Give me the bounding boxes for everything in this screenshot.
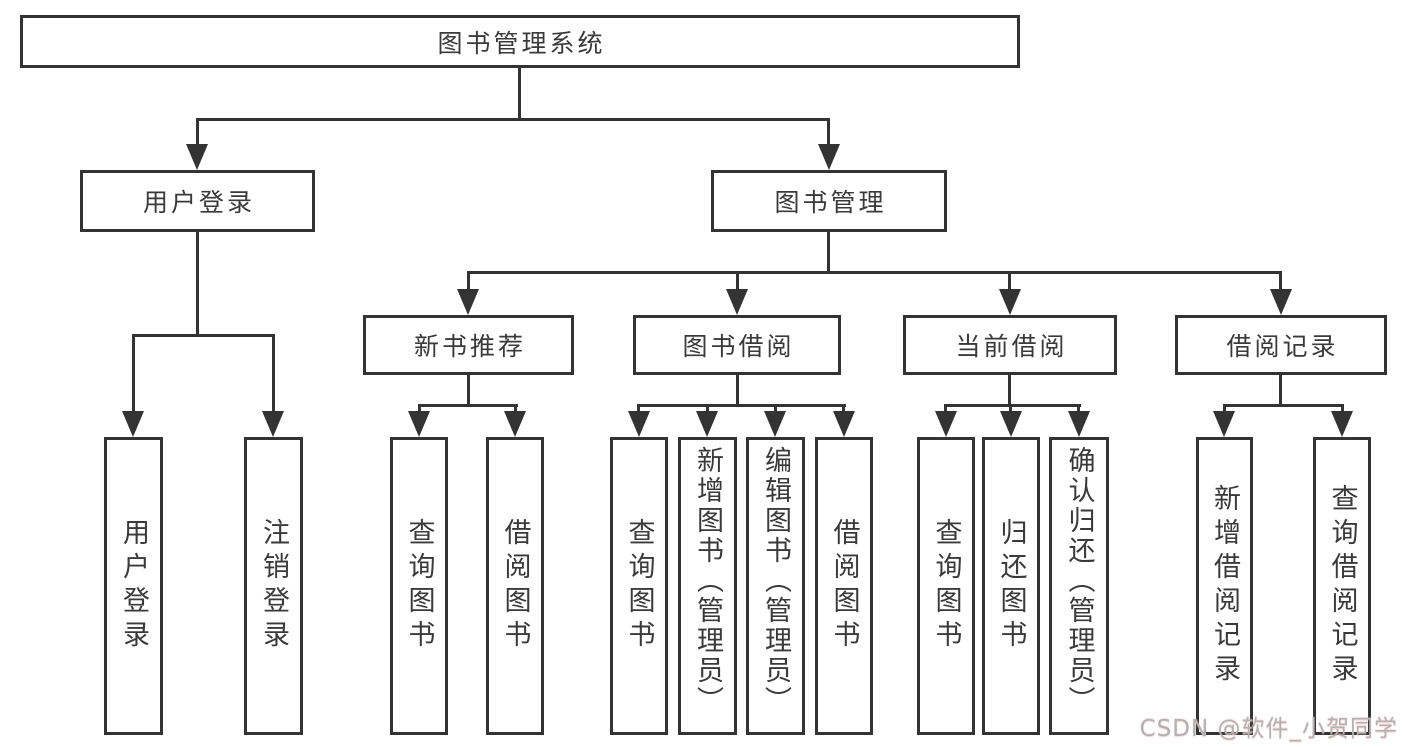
connector-borrow-records-bus <box>1223 404 1344 407</box>
connector-leaf-stub <box>1341 404 1344 414</box>
leaf-logout-login-label: 注销登录 <box>258 518 289 654</box>
connector-book-mgmt-stub <box>827 118 830 148</box>
connector-leaf-stub <box>514 404 517 414</box>
leaf-return-books: 归还图书 <box>982 437 1040 735</box>
leaf-user-login-label: 用户登录 <box>118 518 149 654</box>
connector-borrow-records-drop <box>1279 375 1282 406</box>
node-book-management: 图书管理 <box>711 170 947 232</box>
arrow-to-query-borrow-record <box>1331 411 1353 437</box>
connector-leaf-stub <box>637 404 640 414</box>
node-library-system-label: 图书管理系统 <box>437 28 606 58</box>
connector-leaf-stub <box>1223 404 1226 414</box>
node-new-book-recommendation-label: 新书推荐 <box>413 332 526 361</box>
connector-new-book-stub <box>467 271 470 291</box>
leaf-confirm-return-admin: 确认归还（管理员） <box>1049 437 1109 735</box>
arrow-to-current-borrowing <box>999 289 1021 315</box>
leaf-edit-books-admin-label: 编辑图书（管理员） <box>760 446 791 716</box>
leaf-query-borrow-record-label: 查询借阅记录 <box>1326 484 1358 688</box>
connector-current-borrow-stub <box>1008 271 1011 291</box>
connector-leaf-stub <box>418 404 421 414</box>
arrow-to-user-login <box>186 144 208 170</box>
node-book-borrowing-label: 图书借阅 <box>682 332 795 361</box>
node-current-borrowing: 当前借阅 <box>903 315 1117 375</box>
connector-current-borrow-bus <box>944 404 1081 407</box>
leaf-query-borrow-record: 查询借阅记录 <box>1313 437 1371 735</box>
leaf-borrow-books-2-label: 借阅图书 <box>828 518 860 654</box>
leaf-return-books-label: 归还图书 <box>995 518 1027 654</box>
connector-leaf-stub <box>842 404 845 414</box>
connector-leaf-stub <box>774 404 777 414</box>
connector-leaf-stub <box>706 404 709 414</box>
leaf-user-login: 用户登录 <box>104 437 163 735</box>
connector-borrow-records-stub <box>1279 271 1282 291</box>
leaf-confirm-return-admin-label: 确认归还（管理员） <box>1063 446 1095 716</box>
arrow-to-leaf-logout <box>262 411 284 437</box>
connector-leaf-logout-stub <box>272 334 275 412</box>
leaf-query-books-3-label: 查询图书 <box>930 518 962 654</box>
connector-level2-bus <box>196 118 830 121</box>
leaf-borrow-books-2: 借阅图书 <box>815 437 873 735</box>
connector-user-login-bus <box>132 334 275 337</box>
arrow-to-borrow-books-2 <box>833 411 855 437</box>
connector-book-borrow-stub <box>736 271 739 291</box>
connector-leaf-stub <box>1077 404 1080 414</box>
connector-user-login-drop <box>196 232 199 336</box>
leaf-query-books-1-label: 查询图书 <box>403 518 435 654</box>
leaf-add-books-admin-label: 新增图书（管理员） <box>692 446 723 716</box>
connector-user-login-stub <box>196 118 199 148</box>
node-new-book-recommendation: 新书推荐 <box>363 315 574 375</box>
connector-book-borrow-drop <box>736 375 739 406</box>
leaf-add-borrow-record-label: 新增借阅记录 <box>1209 484 1240 688</box>
leaf-logout-login: 注销登录 <box>244 437 303 735</box>
node-user-login: 用户登录 <box>80 170 315 232</box>
leaf-edit-books-admin: 编辑图书（管理员） <box>746 437 805 735</box>
node-current-borrowing-label: 当前借阅 <box>955 332 1068 361</box>
arrow-to-confirm-return <box>1068 411 1090 437</box>
leaf-add-borrow-record: 新增借阅记录 <box>1196 437 1253 735</box>
connector-leaf-stub <box>1009 404 1012 414</box>
arrow-to-new-book-recommendation <box>457 289 479 315</box>
arrow-to-book-borrowing <box>726 289 748 315</box>
node-borrowing-records: 借阅记录 <box>1175 315 1387 375</box>
csdn-watermark: CSDN @软件_小贺同学 <box>1139 716 1398 742</box>
leaf-query-books-1: 查询图书 <box>390 437 448 735</box>
arrow-to-query-books-2 <box>628 411 650 437</box>
arrow-to-borrowing-records <box>1270 289 1292 315</box>
connector-new-book-drop <box>467 375 470 406</box>
leaf-query-books-2: 查询图书 <box>610 437 668 735</box>
node-user-login-label: 用户登录 <box>142 188 255 217</box>
arrow-to-borrow-books-1 <box>504 411 526 437</box>
connector-current-borrow-drop <box>1008 375 1011 406</box>
leaf-borrow-books-1: 借阅图书 <box>486 437 544 735</box>
connector-level3-bus <box>467 271 1282 274</box>
leaf-borrow-books-1-label: 借阅图书 <box>499 518 531 654</box>
arrow-to-edit-books <box>764 411 786 437</box>
connector-leaf-stub <box>944 404 947 414</box>
node-borrowing-records-label: 借阅记录 <box>1226 332 1339 361</box>
arrow-to-return-books <box>1000 411 1022 437</box>
arrow-to-query-books-3 <box>935 411 957 437</box>
leaf-add-books-admin: 新增图书（管理员） <box>678 437 737 735</box>
leaf-query-books-2-label: 查询图书 <box>623 518 655 654</box>
connector-book-borrow-bus <box>637 404 846 407</box>
connector-book-mgmt-drop <box>827 232 830 273</box>
leaf-query-books-3: 查询图书 <box>917 437 975 735</box>
arrow-to-leaf-user-login <box>122 411 144 437</box>
arrow-to-add-borrow-record <box>1213 411 1235 437</box>
connector-new-book-bus <box>418 404 518 407</box>
arrow-to-book-management <box>818 144 840 170</box>
connector-root-drop <box>518 68 521 121</box>
node-library-system: 图书管理系统 <box>20 15 1020 68</box>
node-book-management-label: 图书管理 <box>774 188 887 217</box>
arrow-to-add-books <box>696 411 718 437</box>
connector-leaf-user-login-stub <box>132 334 135 412</box>
node-book-borrowing: 图书借阅 <box>633 315 841 375</box>
arrow-to-query-books-1 <box>408 411 430 437</box>
